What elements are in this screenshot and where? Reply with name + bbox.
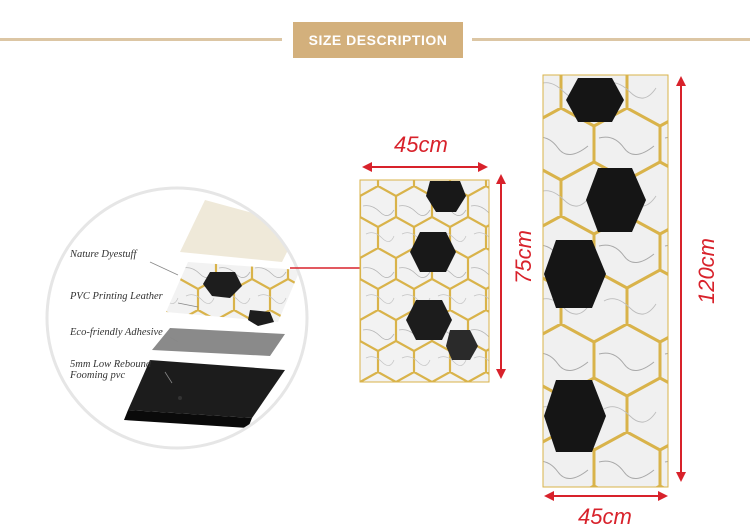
layer-label-printing-leather: PVC Printing Leather xyxy=(70,291,163,302)
section-title: SIZE DESCRIPTION xyxy=(308,32,448,48)
large-mat-width-label: 45cm xyxy=(578,504,632,529)
large-mat-height-label: 120cm xyxy=(694,237,719,305)
header-divider-left xyxy=(0,38,282,41)
section-title-badge: SIZE DESCRIPTION xyxy=(293,22,463,58)
header-divider-right xyxy=(472,38,750,41)
small-mat-height-label: 75cm xyxy=(511,230,536,284)
layer-label-foam: 5mm Low Rebound Fooming pvc xyxy=(70,359,152,381)
layer-label-adhesive: Eco-friendly Adhesive xyxy=(70,327,163,338)
foam-layer xyxy=(128,360,285,418)
small-mat-width-label: 45cm xyxy=(394,132,448,157)
layer-label-dyestuff: Nature Dyestuff xyxy=(70,249,137,260)
adhesive-layer xyxy=(152,328,285,356)
dyestuff-layer xyxy=(180,200,300,262)
